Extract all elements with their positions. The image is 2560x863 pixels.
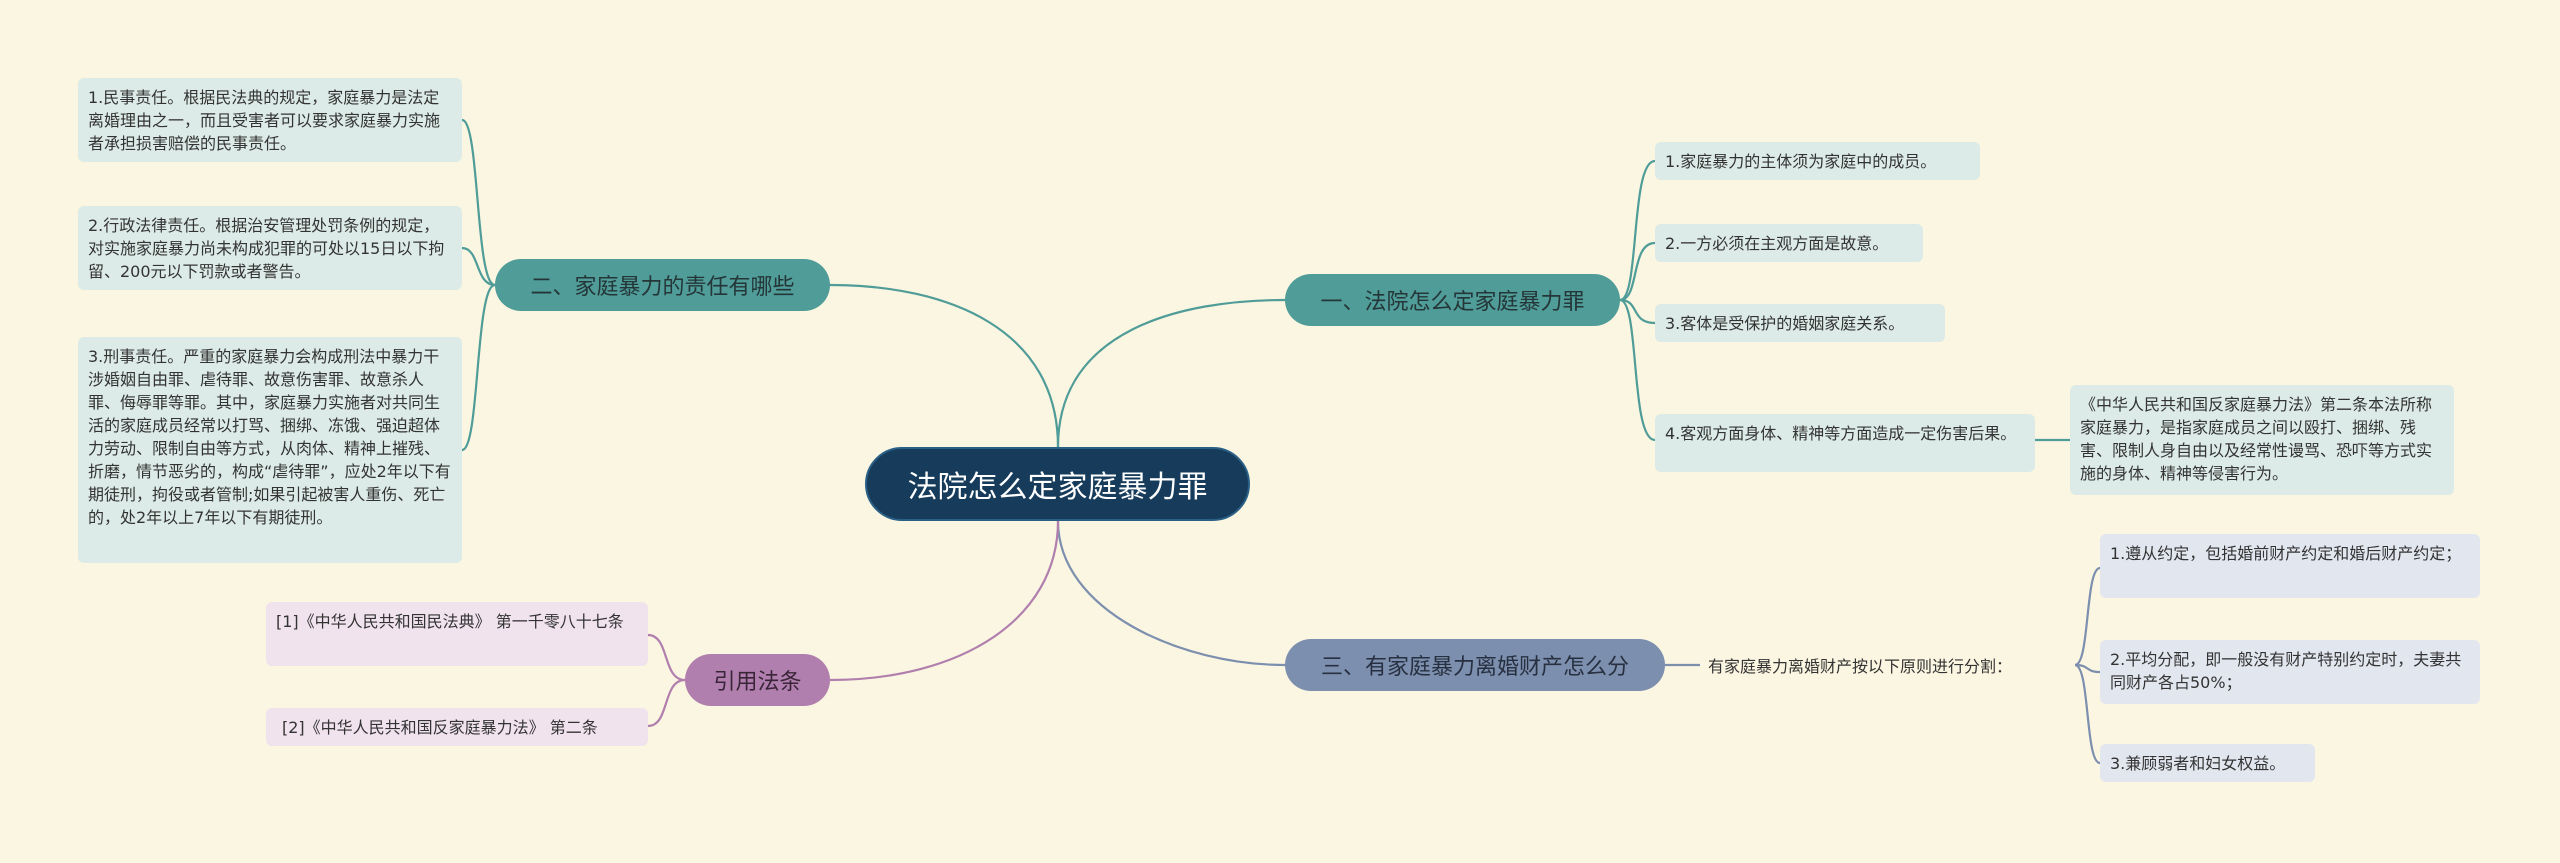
leaf-protected-object[interactable]: 3.客体是受保护的婚姻家庭关系。 — [1655, 304, 1945, 342]
link-b2-l1 — [461, 118, 496, 287]
link-b4-l2 — [647, 678, 686, 728]
link-b1-l2 — [1619, 241, 1656, 302]
link-b3-l2 — [2074, 663, 2101, 674]
link-b3-l1 — [2074, 566, 2101, 667]
citation-civil-code[interactable]: [1]《中华人民共和国民法典》 第一千零八十七条 — [266, 602, 648, 666]
branch-cited-laws[interactable]: 引用法条 — [685, 654, 830, 706]
link-root-b3 — [1056, 520, 1286, 667]
leaf-subject-family-member[interactable]: 1.家庭暴力的主体须为家庭中的成员。 — [1655, 142, 1980, 180]
leaf-protect-weak-women[interactable]: 3.兼顾弱者和妇女权益。 — [2100, 744, 2315, 782]
link-root-b2 — [829, 283, 1060, 448]
leaf-administrative-liability[interactable]: 2.行政法律责任。根据治安管理处罚条例的规定，对实施家庭暴力尚未构成犯罪的可处以… — [78, 206, 462, 290]
leaf-equal-division[interactable]: 2.平均分配，即一般没有财产特别约定时，夫妻共同财产各占50%； — [2100, 640, 2480, 704]
link-b1-l1 — [1619, 159, 1656, 302]
link-root-b1 — [1056, 298, 1286, 448]
link-b3-l3 — [2074, 663, 2101, 765]
link-b1-l4 — [1619, 298, 1656, 442]
leaf-subjective-intent[interactable]: 2.一方必须在主观方面是故意。 — [1655, 224, 1923, 262]
root-topic[interactable]: 法院怎么定家庭暴力罪 — [865, 447, 1250, 521]
leaf-objective-harm[interactable]: 4.客观方面身体、精神等方面造成一定伤害后果。 — [1655, 414, 2035, 472]
property-principles-label[interactable]: 有家庭暴力离婚财产按以下原则进行分割： — [1708, 657, 2013, 676]
link-b1-l3 — [1619, 298, 1656, 325]
branch-court-determination[interactable]: 一、法院怎么定家庭暴力罪 — [1285, 274, 1620, 326]
leaf-law-article-note[interactable]: 《中华人民共和国反家庭暴力法》第二条本法所称家庭暴力，是指家庭成员之间以殴打、捆… — [2070, 385, 2454, 495]
link-b4-l1 — [647, 633, 686, 682]
link-root-b4 — [829, 520, 1060, 682]
leaf-civil-liability[interactable]: 1.民事责任。根据民法典的规定，家庭暴力是法定离婚理由之一，而且受害者可以要求家… — [78, 78, 462, 162]
leaf-criminal-liability[interactable]: 3.刑事责任。严重的家庭暴力会构成刑法中暴力干涉婚姻自由罪、虐待罪、故意伤害罪、… — [78, 337, 462, 563]
branch-responsibilities[interactable]: 二、家庭暴力的责任有哪些 — [495, 259, 830, 311]
citation-anti-domestic-violence-law[interactable]: [2]《中华人民共和国反家庭暴力法》 第二条 — [266, 708, 648, 746]
link-b2-l2 — [461, 246, 496, 287]
branch-property-division[interactable]: 三、有家庭暴力离婚财产怎么分 — [1285, 639, 1665, 691]
link-b2-l3 — [461, 283, 496, 452]
leaf-follow-agreement[interactable]: 1.遵从约定，包括婚前财产约定和婚后财产约定； — [2100, 534, 2480, 598]
